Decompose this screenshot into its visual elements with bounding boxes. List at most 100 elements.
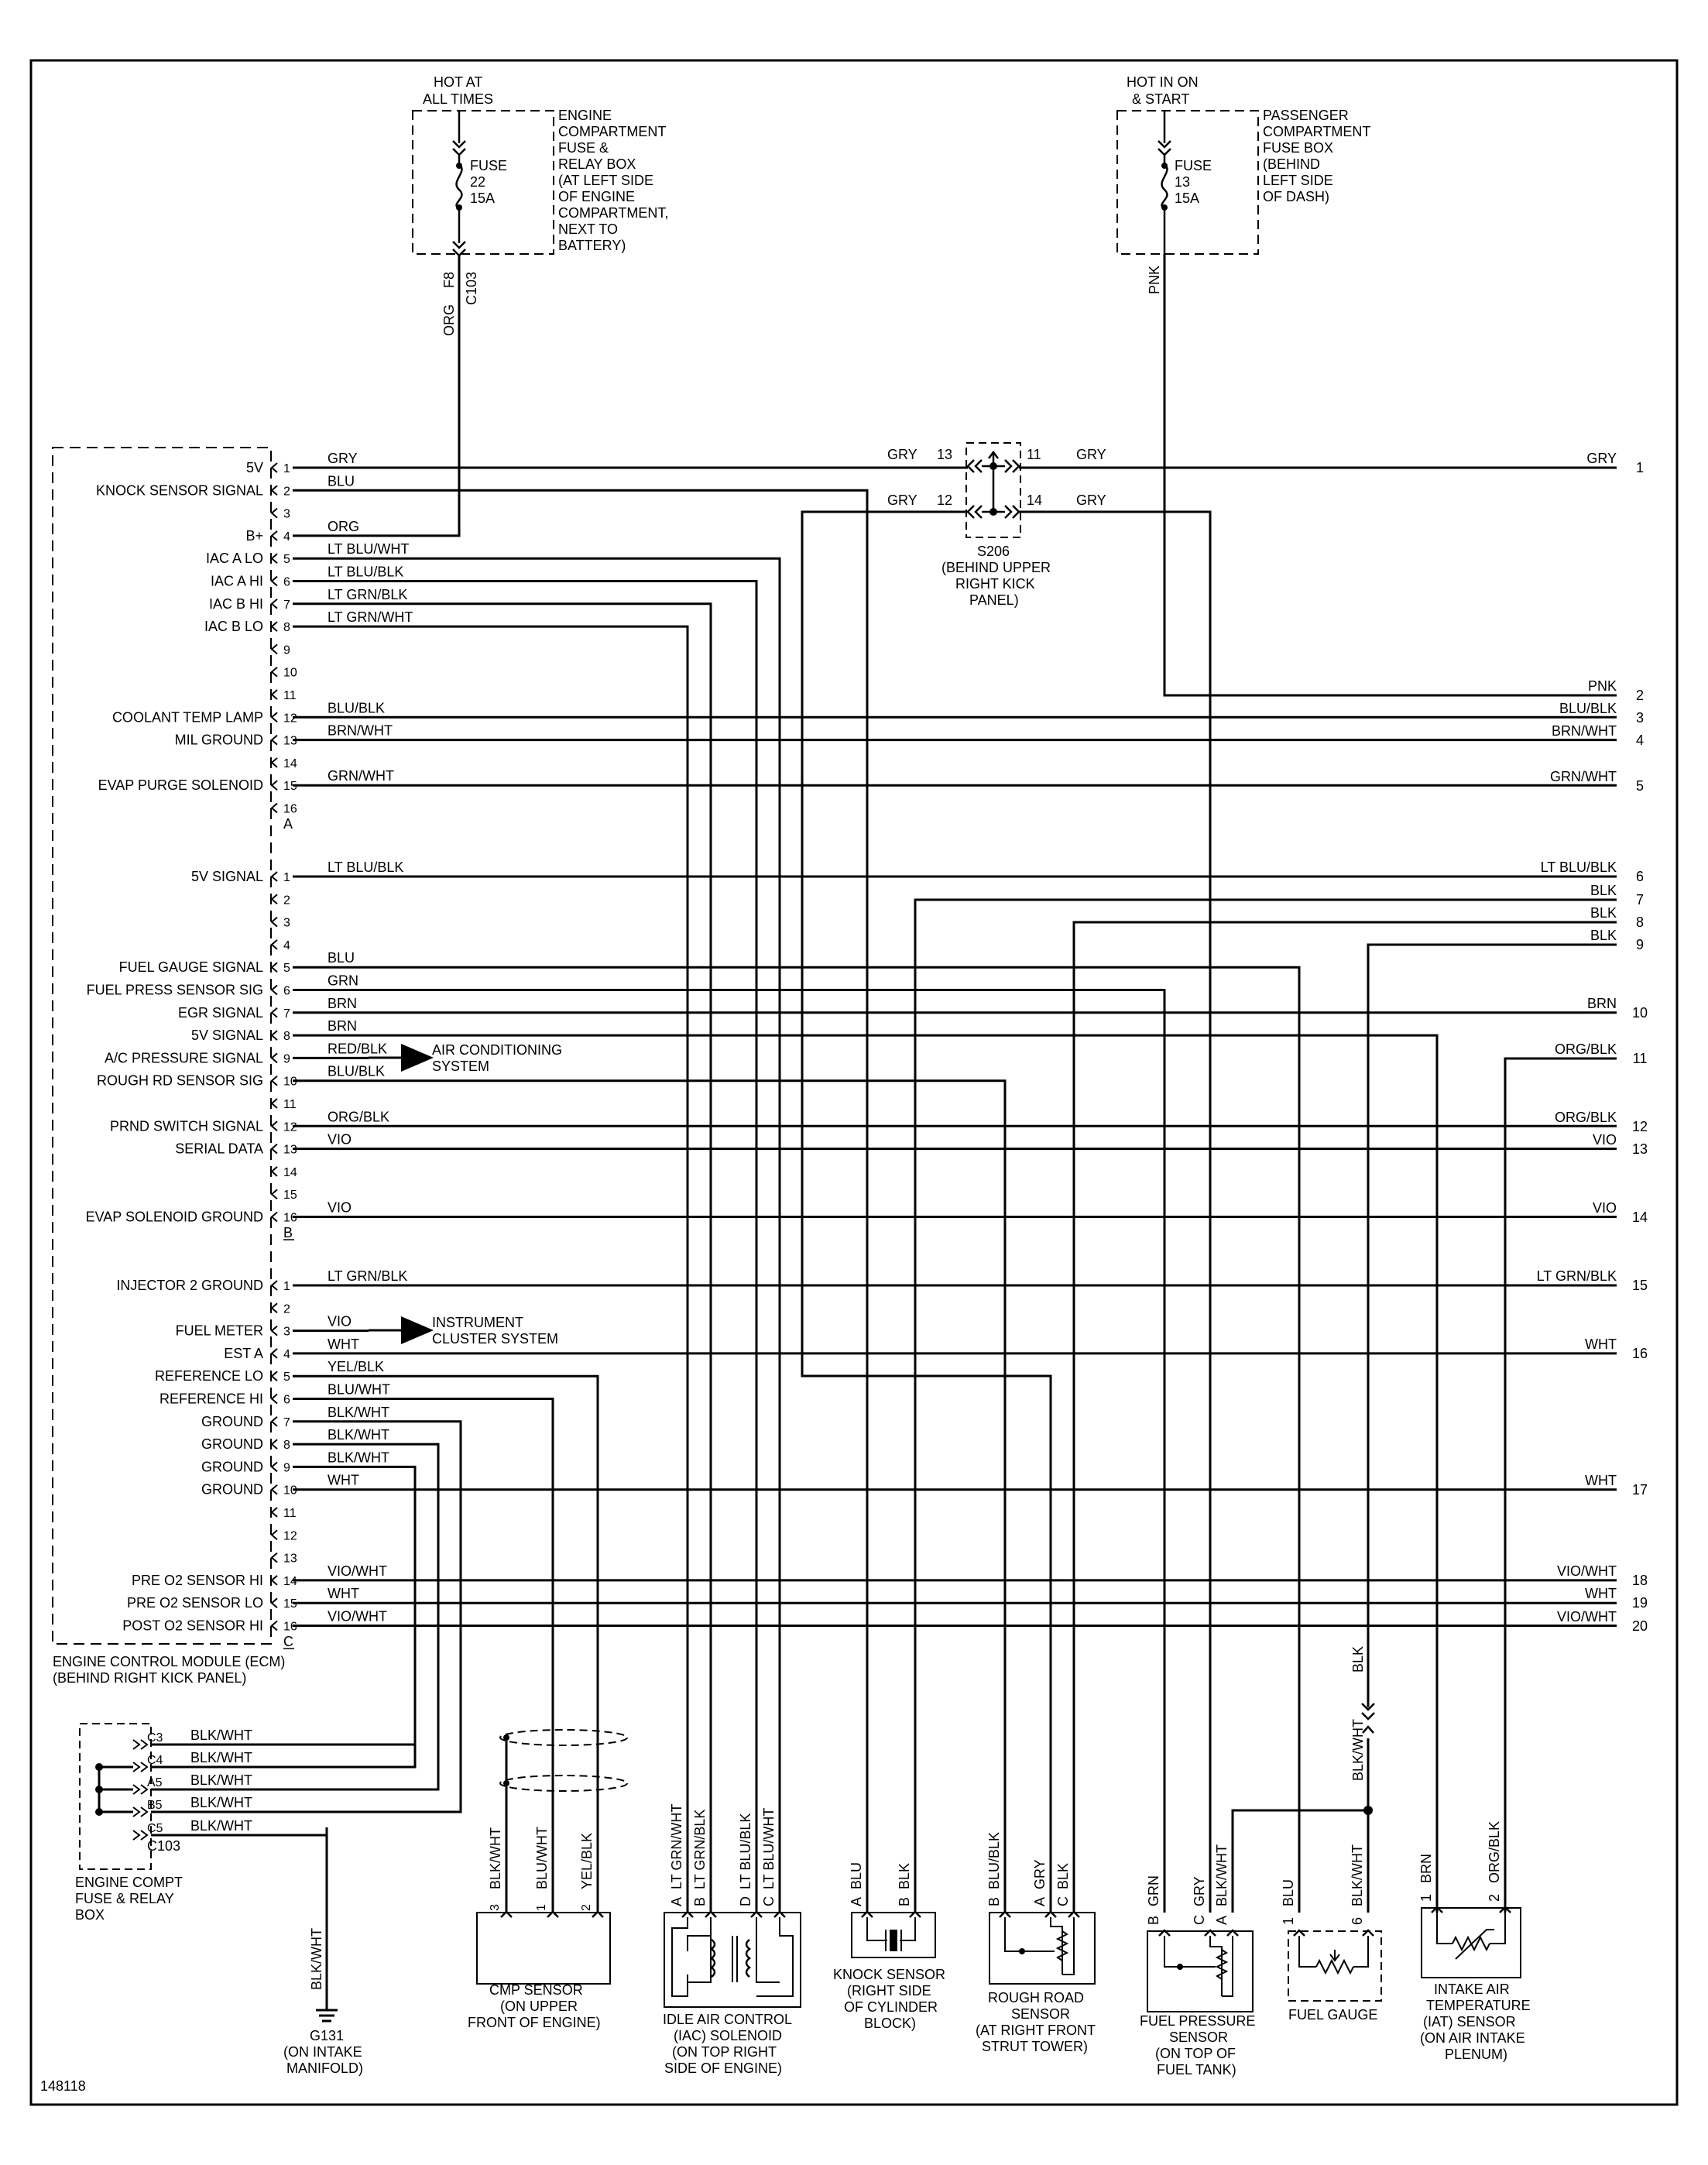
ecm-pin-label: PRE O2 SENSOR LO [127,1595,263,1611]
splice-location-2: RIGHT KICK [955,576,1035,592]
iat-pin-wire: BRN [1418,1854,1434,1883]
iac-pin-terminal [681,1910,694,1918]
right-edge-number: 11 [1633,1051,1648,1066]
ecm-pin-label: PRE O2 SENSOR HI [132,1573,263,1588]
ecm-pin-number: 4 [283,939,290,952]
outer-frame [29,59,1679,2106]
iac-pin-letter: A [669,1897,684,1906]
ecm-pin-number: 13 [283,1553,297,1566]
passenger-fuse-label-2: 13 [1175,174,1190,190]
ecm-pin-number: 10 [283,1484,297,1498]
iac-label-4: SIDE OF ENGINE) [664,2060,782,2076]
iac-pin-letter: D [738,1896,753,1906]
ecm-pin-bracket [270,599,278,609]
ecm-pin-bracket [270,1098,278,1109]
ground-label-1: G131 [310,2028,344,2043]
splice-pin-11: 11 [1027,447,1041,462]
ecm-pin-number: 7 [283,1416,290,1429]
engine-fuse-symbol [452,111,466,257]
splice-pin-13: 13 [937,447,952,462]
knock-pin-wire: BLK [897,1863,912,1889]
cmp-pin-wire: BLK/WHT [488,1827,503,1889]
right-edge-wire-color: BLK [1590,928,1617,943]
ecm-pin-bracket [270,462,278,473]
ecm-pin-bracket [270,1439,278,1450]
ecm-wire-color: BRN/WHT [328,723,393,739]
ecm-wire-color: ORG/BLK [328,1109,389,1124]
ecm-pin-bracket [270,1416,278,1427]
splice-wire-13: GRY [887,447,917,462]
engine-box-label-5: (AT LEFT SIDE [558,173,653,188]
shield-node-2 [503,1780,509,1786]
wire-b5-blu [293,966,1301,1913]
ecm-wire-color: LT GRN/WHT [328,609,413,625]
relay-wire-color: BLK/WHT [190,1818,252,1834]
ecm-wire-color: GRN/WHT [328,768,394,784]
ecm-pin-bracket [270,984,278,996]
fuelpress-pin-wire: GRN [1146,1875,1161,1906]
engine-fuse-label-3: 15A [470,190,495,206]
ecm-pin-number: 4 [283,530,290,544]
engine-box-label-9: BATTERY) [558,238,626,253]
cmp-pin-terminal [592,1910,604,1918]
knock-pin-terminal [861,1910,873,1918]
ecm-pin-bracket [270,553,278,564]
engine-box-label-7: COMPARTMENT, [558,205,668,221]
ecm-wire-color: BRN [328,1018,357,1034]
ecm-pin-label: EVAP PURGE SOLENOID [98,777,263,793]
ecm-wire-color: LT GRN/BLK [328,587,407,602]
ecm-wire-color: WHT [328,1586,359,1601]
ecm-pin-bracket [270,1393,278,1405]
relay-pin-label: C5 [147,1822,163,1835]
ecm-pin-bracket [270,1552,278,1563]
iac-pin-wire: LT BLU/WHT [761,1808,777,1889]
iat-label-3: (IAT) SENSOR [1423,2014,1516,2029]
knock-pin-letter: B [897,1897,912,1906]
relay-pin-chevron [132,1784,141,1795]
knock-pin-letter: A [849,1897,864,1906]
ecm-pin-label: 5V SIGNAL [191,869,263,884]
passenger-fuse-box [1116,110,1259,255]
ecm-wire-color: VIO/WHT [328,1563,387,1579]
ecm-pin-label: COOLANT TEMP LAMP [112,709,263,725]
ecm-pin-label: KNOCK SENSOR SIGNAL [96,482,263,498]
passenger-fuse-symbol [1158,111,1171,254]
right-edge-number: 4 [1636,733,1644,748]
right-edge-wire-color: VIO [1593,1200,1617,1216]
engine-fuse-dot-bottom [456,204,462,211]
ecm-pin-bracket [270,1325,278,1336]
ecm-pin-bracket [270,1166,278,1177]
rough-label-4: STRUT TOWER) [982,2039,1088,2054]
ecm-pin-bracket [270,916,278,928]
ecm-pin-bracket [270,1529,278,1541]
ground-label-3: MANIFOLD) [286,2060,363,2076]
ecm-wire-color: WHT [328,1473,359,1488]
right-edge-wire-color: VIO [1593,1132,1617,1148]
relay-bus-node [95,1808,103,1816]
wire-rough-blk [1072,921,1617,1913]
engine-box-label-4: RELAY BOX [558,156,636,172]
splice-pin-12: 12 [937,492,952,508]
ecm-pin-bracket [270,1302,278,1314]
right-edge-number: 6 [1636,869,1644,884]
splice-wire-14: GRY [1076,492,1106,508]
iac-pin-terminal [705,1910,717,1918]
gauge-pin-terminal [1362,1929,1374,1937]
relay-wire-color: BLK/WHT [190,1795,252,1810]
iat-label-1: INTAKE AIR [1434,1981,1510,1997]
right-edge-number: 10 [1632,1005,1648,1021]
ecm-pin-label: POST O2 SENSOR HI [122,1618,263,1634]
ecm-pin-number: 15 [283,1189,297,1202]
ecm-connector-c-letter: C [283,1634,293,1649]
wire-s206-14-gry [1019,510,1212,1913]
ecm-pin-number: 9 [283,1052,290,1065]
ecm-pin-bracket [270,939,278,950]
ecm-pin-number: 10 [283,1076,297,1089]
engine-box-label-1: ENGINE [558,108,612,123]
rough-pin-wire: GRY [1032,1859,1048,1889]
ecm-pin-label: FUEL PRESS SENSOR SIG [87,983,263,998]
iac-coil-winding-b-icon [745,1939,752,1978]
passenger-box-label-1: PASSENGER [1263,108,1349,123]
